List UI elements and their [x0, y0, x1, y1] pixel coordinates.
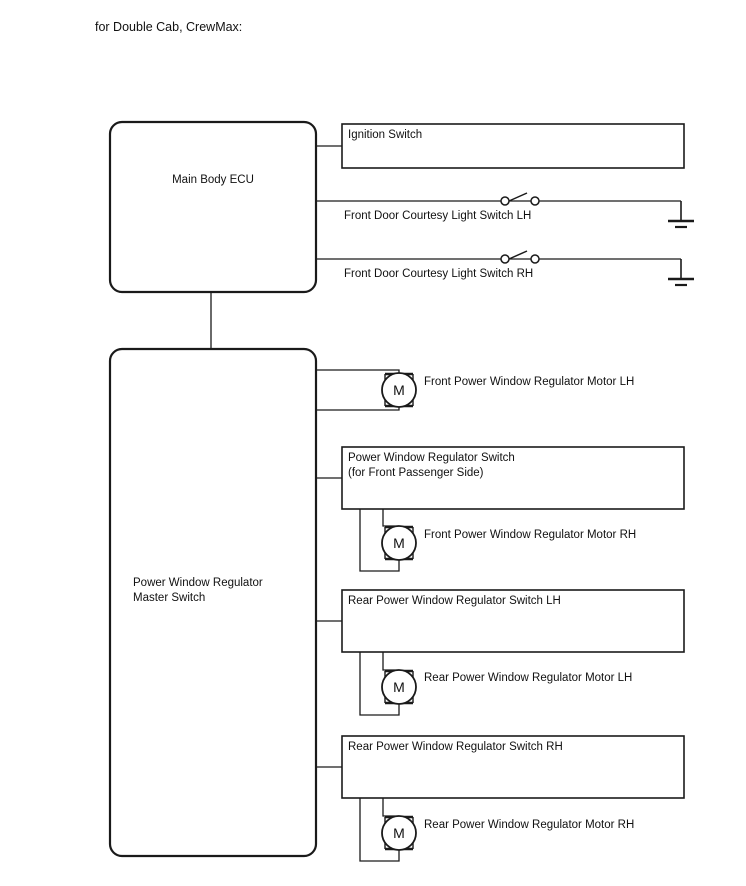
wire-rear-rh-switch-to-motor-top [382, 798, 399, 817]
front-pw-motor-rh-label: Front Power Window Regulator Motor RH [424, 529, 637, 541]
front-door-courtesy-light-switch-lh-label: Front Door Courtesy Light Switch LH [344, 210, 532, 222]
page-heading: for Double Cab, CrewMax: [95, 20, 243, 34]
wire-rear-rh-switch-to-motor-bottom [359, 798, 400, 862]
pw-regulator-switch-passenger-label-line2: (for Front Passenger Side) [348, 467, 484, 479]
rear-pw-motor-rh-symbol[interactable] [381, 815, 417, 851]
front-pw-motor-lh-glyph: M [393, 382, 405, 398]
main-body-ecu-label: Main Body ECU [172, 174, 254, 186]
rear-pw-switch-lh-label: Rear Power Window Regulator Switch LH [348, 595, 561, 607]
ignition-switch-box[interactable] [341, 123, 685, 169]
pw-master-switch-box[interactable] [108, 347, 318, 858]
ground-symbol-lh [668, 201, 694, 229]
rear-pw-motor-lh-symbol[interactable] [381, 669, 417, 705]
wire-rear-lh-switch-to-motor-top [382, 652, 399, 671]
wire-passenger-switch-to-motor-rh-top [382, 509, 399, 527]
front-pw-motor-lh-label: Front Power Window Regulator Motor LH [424, 376, 635, 388]
rear-pw-motor-rh-label: Rear Power Window Regulator Motor RH [424, 819, 635, 831]
wire-passenger-switch-to-motor-rh-bottom [359, 509, 400, 572]
rear-pw-switch-rh-box[interactable] [341, 735, 685, 799]
rear-pw-switch-rh-label: Rear Power Window Regulator Switch RH [348, 741, 563, 753]
wire-master-to-motor-lh-top [316, 369, 400, 373]
ground-symbol-rh [668, 259, 694, 287]
front-door-courtesy-light-switch-rh-label: Front Door Courtesy Light Switch RH [344, 268, 534, 280]
wire-rear-lh-switch-to-motor-bottom [359, 652, 400, 716]
front-pw-motor-rh-symbol[interactable] [381, 525, 417, 561]
front-pw-motor-lh-symbol[interactable] [381, 372, 417, 408]
pw-regulator-switch-passenger-label-line1: Power Window Regulator Switch [348, 452, 515, 464]
pw-master-switch-label-line2: Master Switch [133, 592, 206, 604]
wire-master-to-motor-lh-bottom [316, 407, 400, 411]
front-pw-motor-rh-glyph: M [393, 535, 405, 551]
pw-regulator-switch-passenger-box[interactable] [341, 446, 685, 510]
rear-pw-motor-lh-label: Rear Power Window Regulator Motor LH [424, 672, 633, 684]
rear-pw-switch-lh-box[interactable] [341, 589, 685, 653]
rear-pw-motor-rh-glyph: M [393, 825, 405, 841]
pw-master-switch-label-line1: Power Window Regulator [133, 577, 263, 589]
courtesy-switch-rh-symbol[interactable] [500, 250, 540, 264]
main-body-ecu-box[interactable] [108, 120, 318, 294]
ignition-switch-label: Ignition Switch [348, 129, 423, 141]
courtesy-switch-lh-symbol[interactable] [500, 192, 540, 206]
rear-pw-motor-lh-glyph: M [393, 679, 405, 695]
